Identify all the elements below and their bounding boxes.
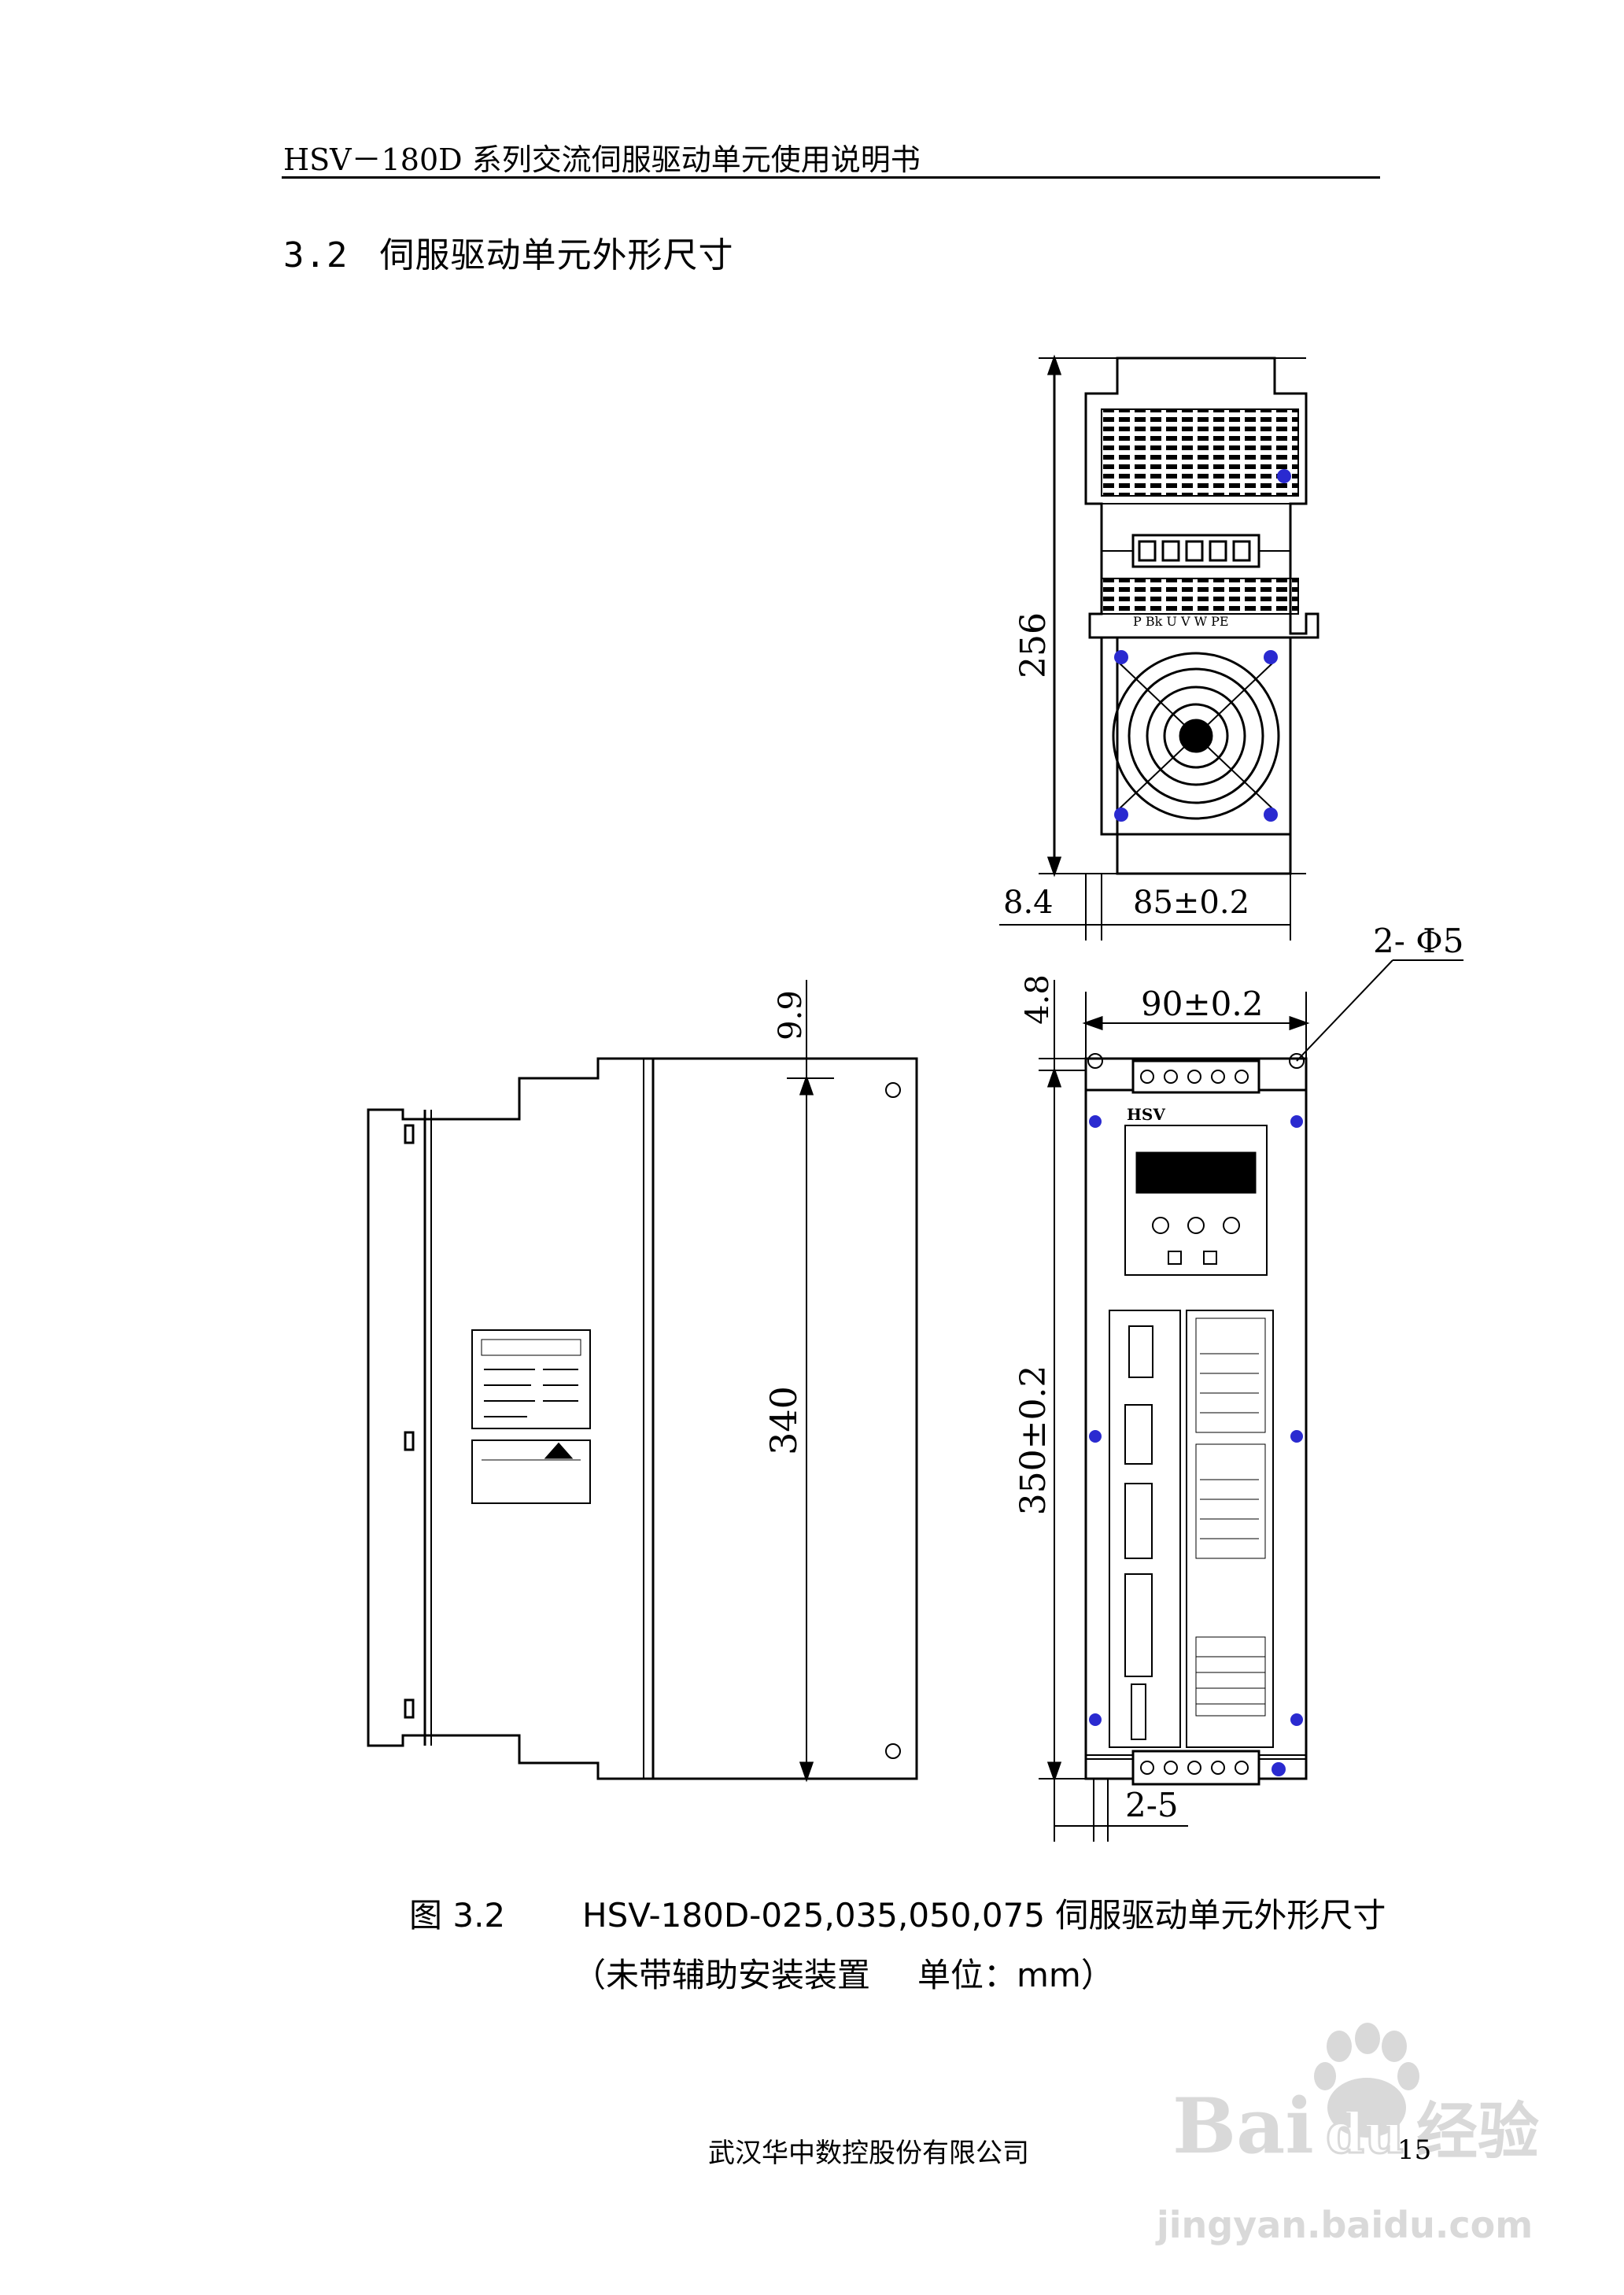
top-view-terminal-labels: P Bk U V W PE	[1133, 614, 1229, 629]
front-view	[1039, 959, 1463, 1842]
section-title-text: 伺服驱动单元外形尺寸	[379, 235, 734, 275]
top-view-left-offset-label: 8.4	[1003, 885, 1054, 921]
baidu-watermark-url: jingyan.baidu.com	[1157, 2204, 1534, 2246]
header-rule	[282, 176, 1380, 179]
svg-text:du: du	[1326, 2101, 1404, 2166]
figure-caption-line2: （未带辅助安装装置 单位：mm）	[573, 1949, 1114, 1997]
page-number: 15	[1397, 2134, 1432, 2166]
section-title: 3.2 伺服驱动单元外形尺寸	[283, 227, 733, 277]
side-view	[367, 980, 918, 1783]
header-title: HSV－180D 系列交流伺服驱动单元使用说明书	[283, 142, 921, 177]
front-view-bottom-label: 2-5	[1125, 1786, 1179, 1824]
figure-caption-note: （未带辅助安装装置	[573, 1956, 871, 1994]
footer-company: 武汉华中数控股份有限公司	[708, 2138, 1029, 2169]
front-view-height-label: 350±0.2	[1013, 1366, 1054, 1516]
figure-caption-line1: 图 3.2 HSV-180D-025,035,050,075 伺服驱动单元外形尺寸	[409, 1889, 1386, 1937]
figure-caption-text: HSV-180D-025,035,050,075 伺服驱动单元外形尺寸	[582, 1896, 1386, 1935]
top-view-height-label: 256	[1013, 612, 1054, 678]
svg-text:经验: 经验	[1416, 2096, 1539, 2168]
side-view-height-label: 340	[762, 1386, 805, 1455]
front-view-top-offset-label: 4.8	[1020, 974, 1056, 1025]
figure-number: 图 3.2	[409, 1896, 506, 1935]
side-view-top-offset-label: 9.9	[773, 990, 809, 1040]
top-view-width-label: 85±0.2	[1133, 885, 1249, 921]
figure-caption-unit: 单位：mm）	[917, 1956, 1114, 1994]
front-view-hole-label: 2- Φ5	[1373, 922, 1463, 960]
section-number: 3.2	[283, 235, 349, 275]
front-view-width-label: 90±0.2	[1141, 985, 1263, 1023]
baidu-watermark-logo: Bai du 经验	[1172, 2023, 1539, 2171]
svg-text:Bai: Bai	[1172, 2082, 1314, 2171]
front-view-brand-label: HSV	[1127, 1105, 1165, 1124]
top-view	[999, 354, 1320, 941]
